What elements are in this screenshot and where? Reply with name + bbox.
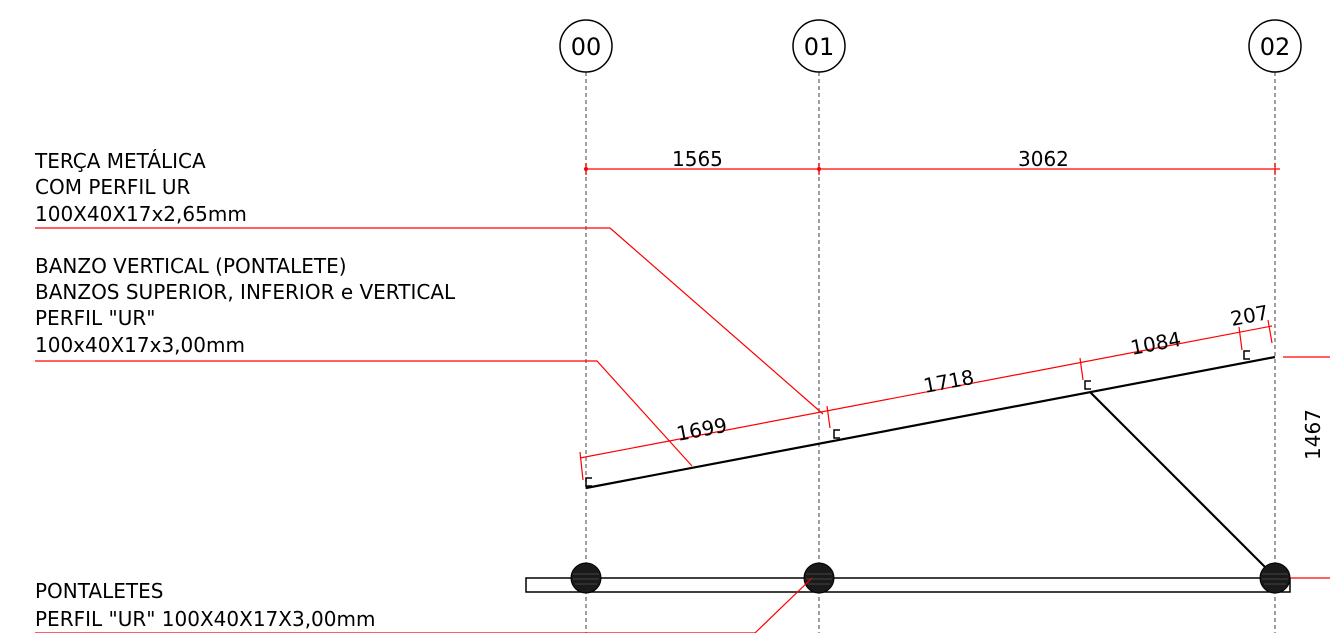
truss-members [585,355,1276,575]
label-terca-line3: 100X40X17x2,65mm [35,202,247,226]
axis-label-01: 01 [804,33,835,61]
label-pontaletes: PONTALETES PERFIL "UR" 100X40X17X3,00mm [35,579,375,631]
axis-label-02: 02 [1260,33,1291,61]
dim-1084: 1084 [1128,327,1183,360]
label-banzo-line4: 100x40X17x3,00mm [35,333,245,357]
diagonal-member [1089,391,1273,575]
label-terca: TERÇA METÁLICA COM PERFIL UR 100X40X17x2… [34,149,247,226]
label-pontaletes-line1: PONTALETES [35,579,163,603]
dim-1565: 1565 [672,147,723,171]
label-terca-line2: COM PERFIL UR [35,175,190,199]
vertical-dimension [1283,356,1330,579]
axis-bubble-02: 02 [1248,19,1302,73]
label-pontaletes-line2: PERFIL "UR" 100X40X17X3,00mm [35,607,375,631]
axis-bubble-00: 00 [559,19,613,73]
label-banzo-line1: BANZO VERTICAL (PONTALETE) [35,254,347,278]
ground-beam [525,577,1291,593]
purlin-icon [833,429,840,439]
leader-lines [35,227,824,633]
dim-3062: 3062 [1018,147,1069,171]
leader-pontaletes [35,577,813,633]
dim-207: 207 [1228,300,1270,331]
base-nodes [570,562,1291,594]
purlin-icon [1084,380,1091,390]
node-02-icon [1259,562,1291,594]
node-hatch [573,573,1288,585]
purlin-icon [1243,350,1250,360]
label-banzo-line2: BANZOS SUPERIOR, INFERIOR e VERTICAL [35,280,456,304]
purlin-symbols [585,350,1250,487]
dim-1699: 1699 [674,413,729,446]
label-terca-line1: TERÇA METÁLICA [34,149,206,173]
node-01-icon [803,562,835,594]
axis-label-00: 00 [571,33,602,61]
label-banzo: BANZO VERTICAL (PONTALETE) BANZOS SUPERI… [35,254,456,357]
label-banzo-line3: PERFIL "UR" [35,306,155,330]
top-chord [585,355,1276,490]
leader-banzo [35,360,693,467]
node-00-icon [570,562,602,594]
dim-1718: 1718 [921,365,976,398]
axis-bubble-01: 01 [792,19,846,73]
slope-dimension [579,319,1273,481]
leader-terca [35,227,824,415]
horizontal-dimension [584,163,1280,175]
purlin-icon [585,477,592,487]
dim-1467: 1467 [1301,409,1325,460]
